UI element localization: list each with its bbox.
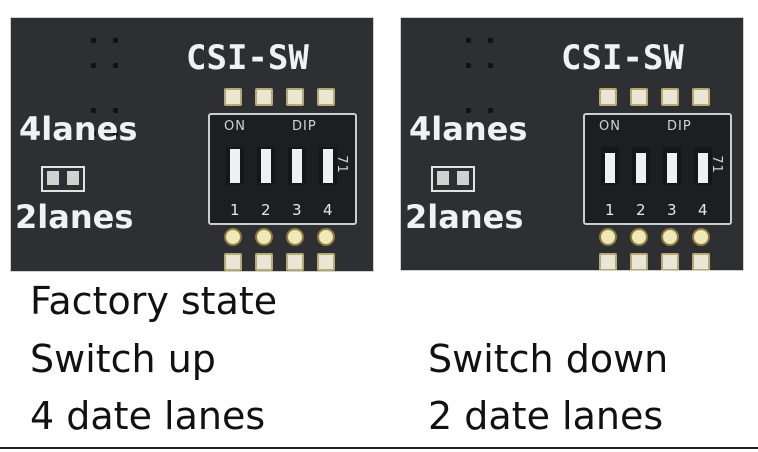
solder-pad <box>599 228 617 246</box>
solder-pad <box>286 253 304 271</box>
via-dot <box>113 38 118 43</box>
dip-switch-lever-2 <box>632 147 650 185</box>
dip-switch-lever-2 <box>257 147 275 185</box>
resistor <box>431 166 475 192</box>
solder-pad <box>224 228 242 246</box>
via-dot <box>113 108 118 113</box>
silkscreen-2lanes: 2lanes <box>15 198 134 236</box>
solder-pad <box>692 88 710 106</box>
dip-label: DIP <box>667 119 692 134</box>
via-dot <box>466 38 471 43</box>
silkscreen-title: CSI-SW <box>561 38 684 78</box>
dip-switch-lever-4 <box>319 147 337 185</box>
switch-number: 1 <box>605 201 615 219</box>
via-dot <box>488 108 493 113</box>
switch-number: 2 <box>636 201 646 219</box>
solder-pad <box>317 88 335 106</box>
caption-line: Switch down <box>428 337 669 381</box>
solder-pad <box>630 228 648 246</box>
caption-line: Factory state <box>30 279 278 323</box>
switch-number: 2 <box>261 201 271 219</box>
solder-pad <box>661 88 679 106</box>
solder-pad <box>317 253 335 271</box>
switch-number: 3 <box>292 201 302 219</box>
resistor <box>41 166 85 192</box>
dip-switch-lever-1 <box>226 147 244 185</box>
silkscreen-2lanes: 2lanes <box>405 198 524 236</box>
via-dot <box>488 63 493 68</box>
solder-pad <box>286 228 304 246</box>
via-dot <box>488 131 493 136</box>
solder-pad <box>692 228 710 246</box>
dip-switch-lever-1 <box>601 147 619 185</box>
switch-number: 3 <box>667 201 677 219</box>
silkscreen-4lanes: 4lanes <box>409 110 528 148</box>
via-dot <box>466 131 471 136</box>
switch-number: 4 <box>323 201 333 219</box>
silkscreen-4lanes: 4lanes <box>19 110 138 148</box>
dip-switch-lever-3 <box>288 147 306 185</box>
dip-label: DIP <box>292 119 317 134</box>
solder-pad <box>692 253 710 270</box>
bottom-rule <box>0 447 758 449</box>
dip-switch-lever-3 <box>663 147 681 185</box>
via-dot <box>91 38 96 43</box>
solder-pad <box>599 253 617 270</box>
solder-pad <box>661 228 679 246</box>
via-dot <box>113 63 118 68</box>
solder-pad <box>630 88 648 106</box>
solder-pad <box>224 88 242 106</box>
solder-pad <box>255 228 273 246</box>
solder-pad <box>286 88 304 106</box>
solder-pad <box>599 88 617 106</box>
caption-line: 2 date lanes <box>428 394 664 438</box>
via-dot <box>91 108 96 113</box>
solder-pad <box>224 253 242 271</box>
silkscreen-title: CSI-SW <box>186 38 309 78</box>
via-dot <box>488 38 493 43</box>
dip-on-label: ON <box>599 119 621 134</box>
caption-line: Switch up <box>30 337 216 381</box>
solder-pad <box>255 88 273 106</box>
via-dot <box>466 108 471 113</box>
solder-pad <box>661 253 679 270</box>
via-dot <box>91 63 96 68</box>
solder-pad <box>255 253 273 271</box>
caption-line: 4 date lanes <box>30 394 266 438</box>
via-dot <box>91 131 96 136</box>
switch-number: 4 <box>698 201 708 219</box>
solder-pad <box>317 228 335 246</box>
dip-on-label: ON <box>224 119 246 134</box>
switch-number: 1 <box>230 201 240 219</box>
dip-switch-lever-4 <box>694 147 712 185</box>
via-dot <box>113 131 118 136</box>
solder-pad <box>630 253 648 270</box>
via-dot <box>466 63 471 68</box>
